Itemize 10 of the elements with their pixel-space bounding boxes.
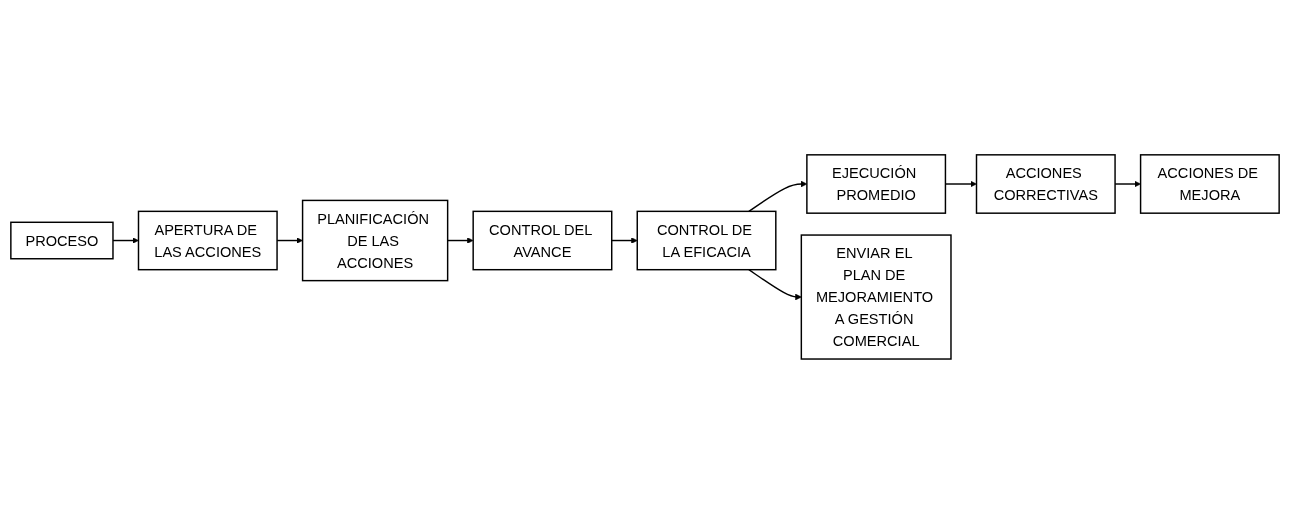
node-box: ENVIAR EL PLAN DE MEJORAMIENTO A GESTIÓN COMERCIAL xyxy=(800,233,952,360)
node-box: CONTROL DE LA EFICACIA xyxy=(636,210,777,270)
node-box: PLANIFICACIÓN DE LAS ACCIONES xyxy=(301,199,448,281)
node-box: APERTURA DE LAS ACCIONES xyxy=(137,210,278,270)
node-box: ACCIONES CORRECTIVAS xyxy=(975,153,1116,214)
node-box: PROCESO xyxy=(9,221,114,260)
node-box: ACCIONES DE MEJORA xyxy=(1139,153,1280,214)
node-box: EJECUCIÓN PROMEDIO xyxy=(805,153,946,214)
arrow xyxy=(944,180,977,187)
node-box: CONTROL DEL AVANCE xyxy=(471,210,612,270)
